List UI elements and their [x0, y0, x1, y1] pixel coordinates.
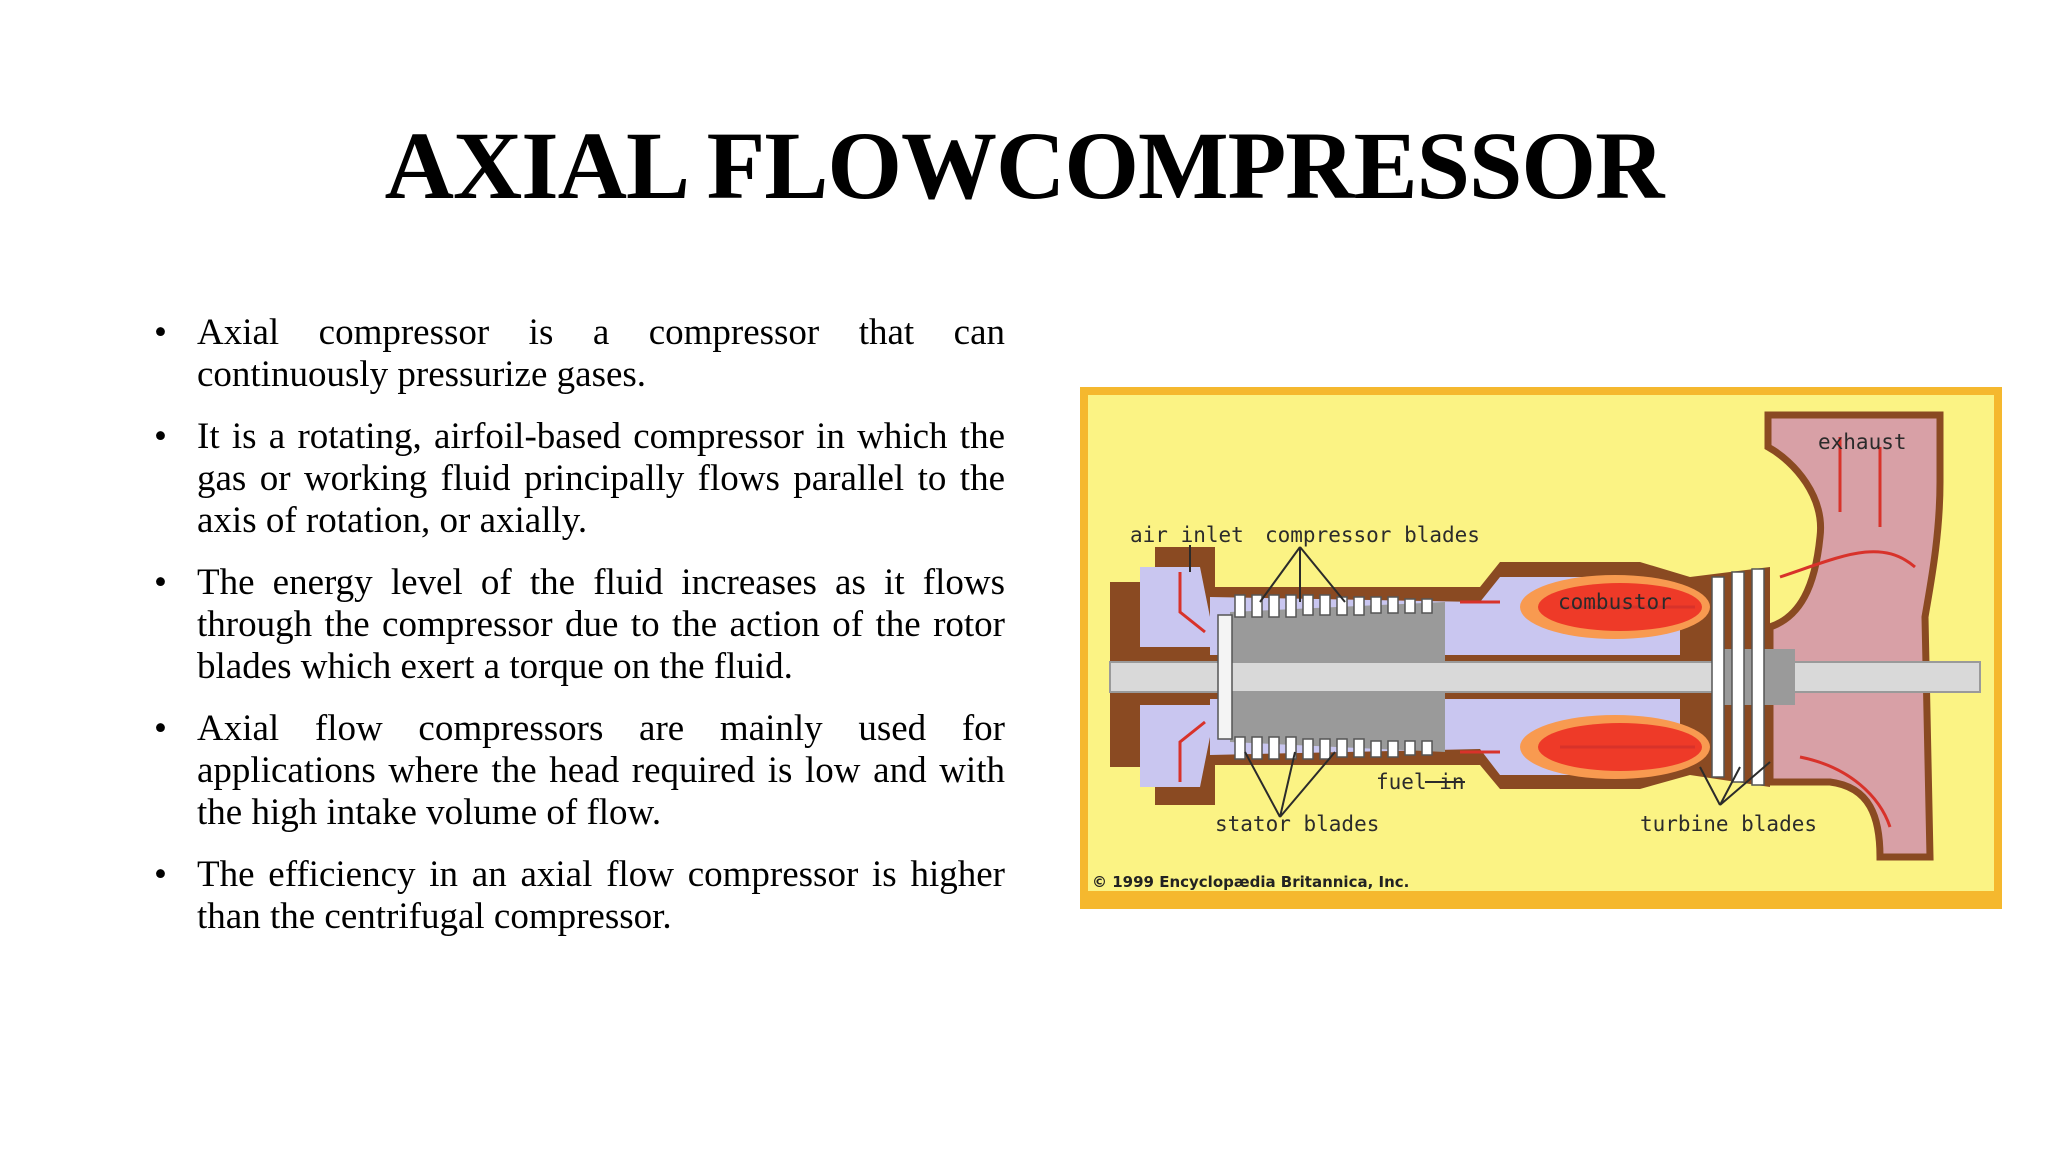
- label-combustor: combustor: [1558, 590, 1672, 614]
- bullet-text: The efficiency in an axial flow compress…: [197, 854, 1005, 937]
- bullet-marker: •: [154, 416, 167, 457]
- bullet-item: • It is a rotating, airfoil-based compre…: [150, 416, 1005, 542]
- jet-engine-diagram: air inlet compressor blades combustor ex…: [1080, 387, 2002, 909]
- label-turbine-blades: turbine blades: [1640, 812, 1817, 836]
- arrow-intake-bottom: [1178, 720, 1206, 782]
- bullet-marker: •: [154, 312, 167, 353]
- label-compressor-blades: compressor blades: [1265, 523, 1480, 547]
- turbine-blades: [1711, 568, 1765, 786]
- bullet-item: • Axial flow compressors are mainly used …: [150, 708, 1005, 834]
- bullet-item: • Axial compressor is a compressor that c…: [150, 312, 1005, 396]
- bullet-item: • The energy level of the fluid increases…: [150, 562, 1005, 688]
- exhaust-duct: [1764, 411, 1944, 861]
- label-fuel-in: fuel in: [1376, 770, 1465, 794]
- bullet-text: It is a rotating, airfoil-based compress…: [197, 416, 1005, 541]
- arrow-intake-top: [1178, 572, 1206, 634]
- air-intake-top: [1140, 567, 1215, 647]
- slide-title: AXIAL FLOWCOMPRESSOR: [384, 112, 1665, 219]
- bullet-marker: •: [154, 562, 167, 603]
- bullet-list: • Axial compressor is a compressor that c…: [150, 312, 1005, 958]
- arrow-exhaust-side: [1779, 550, 1916, 579]
- jet-engine-illustration: air inlet compressor blades combustor ex…: [1080, 387, 2002, 909]
- compressor-blades-top: [1234, 594, 1433, 618]
- label-leader-lines: [1189, 545, 1771, 818]
- bullet-marker: •: [154, 708, 167, 749]
- flow-arrows: [1178, 437, 1916, 828]
- first-stage-fan: [1217, 614, 1233, 740]
- arrow-turbine-exit: [1799, 755, 1892, 828]
- diagram-copyright: © 1999 Encyclopædia Britannica, Inc.: [1092, 873, 1409, 891]
- bullet-text: Axial flow compressors are mainly used f…: [197, 708, 1005, 833]
- bullet-item: • The efficiency in an axial flow compres…: [150, 854, 1005, 938]
- bullet-text: The energy level of the fluid increases …: [197, 562, 1005, 687]
- bullet-marker: •: [154, 854, 167, 895]
- label-exhaust: exhaust: [1818, 430, 1907, 454]
- bullet-text: Axial compressor is a compressor that ca…: [197, 312, 1005, 395]
- main-shaft: [1109, 661, 1981, 693]
- compressor-blades-bottom: [1234, 736, 1433, 760]
- label-air-inlet: air inlet: [1130, 523, 1244, 547]
- label-stator-blades: stator blades: [1215, 812, 1379, 836]
- air-intake-bottom: [1140, 705, 1215, 787]
